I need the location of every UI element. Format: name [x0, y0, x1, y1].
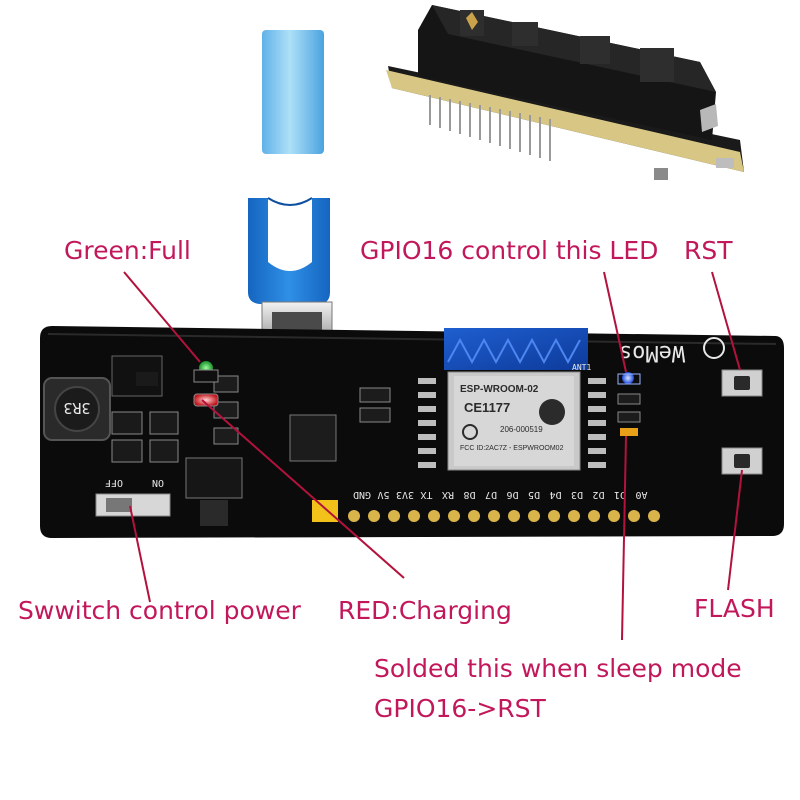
- pin-label-3v3: 3V3: [396, 489, 414, 500]
- callout-gpio16-led: GPIO16 control this LED: [360, 236, 659, 265]
- pin-label-a0: A0: [635, 489, 647, 500]
- pin-label-rx: RX: [442, 489, 454, 500]
- switch-off-label: OFF: [105, 477, 123, 488]
- line-switch: [129, 505, 151, 603]
- pin-label-d1: D1: [614, 489, 626, 500]
- pin-label-gnd: GND: [353, 489, 371, 500]
- pin-label-d5: D5: [528, 489, 540, 500]
- module-name: ESP-WROOM-02: [460, 384, 539, 395]
- callout-rst: RST: [684, 236, 733, 265]
- brand-logo: WeMos: [619, 340, 685, 365]
- callout-solder-line1: Solded this when sleep mode: [374, 654, 742, 683]
- solder-pad: [312, 500, 338, 522]
- callout-green-full: Green:Full: [64, 236, 191, 265]
- callout-solder-line2: GPIO16->RST: [374, 694, 546, 723]
- usb-cable-image: [248, 30, 333, 370]
- callout-switch-power: Swwitch control power: [18, 596, 301, 625]
- ce-mark: CE1177: [464, 400, 510, 415]
- pin-header-row: [348, 510, 660, 522]
- callout-lines: [123, 271, 743, 641]
- cert-number: 206-000519: [500, 425, 543, 434]
- led-blue: [622, 372, 634, 384]
- pin-label-d7: D7: [485, 489, 497, 500]
- pin-labels: GND 5V 3V3 TX RX D8 D7 D6 D5 D4 D3 D2 D1 A0: [353, 489, 648, 500]
- led-red: [193, 393, 219, 407]
- fcc-id: FCC ID:2AC7Z - ESPWROOM02: [460, 445, 564, 452]
- line-green-full: [123, 271, 201, 363]
- pin-label-d3: D3: [571, 489, 583, 500]
- gpio16-rst-solder-bridge: [620, 428, 638, 436]
- line-flash: [727, 469, 743, 591]
- wifi-antenna: [444, 328, 588, 370]
- battery-holder-image: [386, 5, 744, 180]
- line-rst: [711, 271, 741, 371]
- line-red-charging: [201, 399, 405, 579]
- header-pins: [429, 95, 551, 161]
- power-switch: OFF ON: [95, 477, 171, 517]
- callout-red-charging: RED:Charging: [338, 596, 512, 625]
- pin-label-d8: D8: [463, 489, 475, 500]
- esp-module: ESP-WROOM-02 CE1177 206-000519 FCC ID:2A…: [447, 371, 581, 471]
- antenna-label: ANT1: [572, 363, 591, 372]
- pin-label-tx: TX: [420, 489, 432, 500]
- led-green-pad: [193, 369, 219, 383]
- inductor-label: 3R3: [63, 399, 90, 417]
- callout-flash: FLASH: [694, 594, 775, 623]
- switch-on-label: ON: [152, 477, 164, 488]
- pcb-board: 3R3 OFF ON ANT1: [40, 326, 784, 538]
- pin-label-5v: 5V: [377, 489, 389, 500]
- line-solder-bridge: [621, 435, 627, 641]
- line-gpio16-led: [603, 271, 627, 373]
- pin-label-d6: D6: [506, 489, 518, 500]
- rst-button: [721, 369, 763, 397]
- pin-label-d4: D4: [549, 489, 561, 500]
- pin-label-d2: D2: [592, 489, 604, 500]
